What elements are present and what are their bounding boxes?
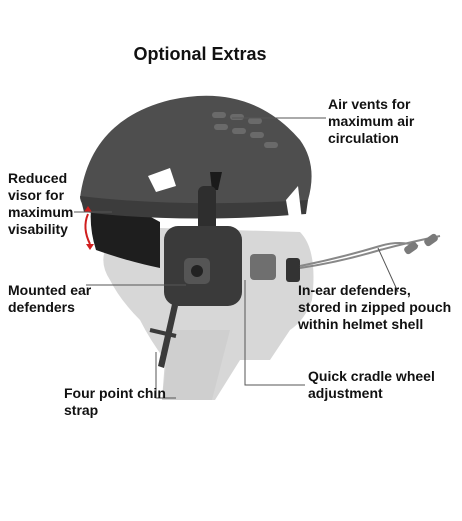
ear-defender-arm [198,186,216,238]
diagram-title: Optional Extras [133,44,267,64]
callout-visor: Reduced visor for maximum visability [8,170,74,237]
neck-shadow [162,330,230,400]
helmet-shell [80,95,312,213]
leader-chin-strap [155,352,176,399]
callout-chin-strap: Four point chin strap [64,385,166,418]
helmet-highlight-front [148,168,176,192]
leader-cradle [244,280,305,386]
cradle-wheel [250,254,276,280]
helmet-brim [80,196,308,219]
callout-in-ear-defenders: In-ear defenders, stored in zipped pouch… [298,282,452,332]
helmet-clip [210,172,222,190]
helmet-highlight-rear [286,186,302,224]
in-ear-cord [299,235,441,269]
callout-ear-defenders: Mounted ear defenders [8,282,92,315]
callout-cradle-wheel: Quick cradle wheel adjustment [308,368,435,401]
leader-lines [74,117,399,399]
callout-air-vents: Air vents for maximum air circulation [328,96,415,146]
leader-in-ear [377,247,399,293]
in-ear-plugs [404,233,438,255]
air-vent-slots [212,112,278,148]
visor-adjust-arrow [84,206,94,250]
